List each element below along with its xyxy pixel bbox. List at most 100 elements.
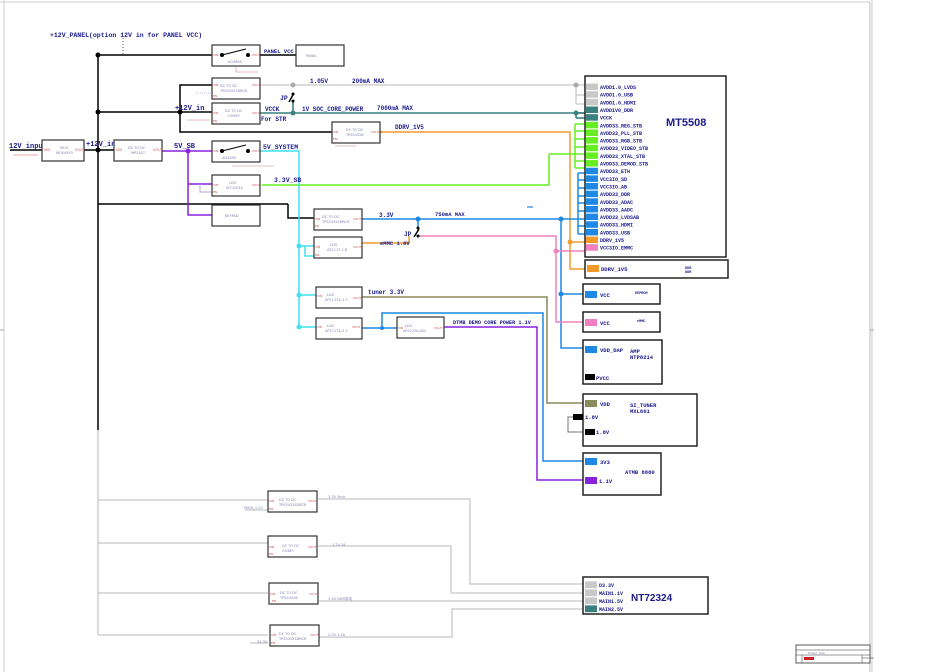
keypad-block[interactable]: KEYPAD — [211, 204, 261, 227]
pin-vout: VOUT — [153, 148, 164, 152]
pin-color-swatch — [586, 221, 598, 228]
v105-label: 1.05V — [310, 78, 328, 85]
pin-label: AVDD33_HDMI — [600, 223, 633, 229]
pin-label: DDRV_1V5 — [600, 238, 624, 244]
soc-core-label: 1V SOC_CORE_POWER — [302, 106, 364, 113]
pin-en: EN — [315, 224, 319, 228]
wires-black — [10, 54, 382, 430]
pin-vin: VIN — [270, 592, 275, 596]
wire-purple — [162, 150, 585, 481]
input-mos-block[interactable]: VIN VOUT MOS MOS4953 — [41, 139, 86, 162]
pin-vin: VIN — [271, 633, 276, 637]
pin-label: VCC3IO_SD — [600, 177, 627, 183]
si-tuner-chip[interactable]: VDD 1.8V 1.8V SI_TUNER MXL661 — [573, 393, 698, 447]
output-label: 1.5V DDR供电 — [328, 596, 352, 601]
pin-label: AVDD33_RGB_STB — [600, 139, 642, 145]
jumper-jp2[interactable] — [413, 226, 420, 238]
pin-color-swatch — [586, 175, 598, 182]
pin-label: VCC3IO_AB — [600, 184, 627, 190]
pin-color-swatch — [585, 429, 595, 435]
pin-en: EN — [269, 552, 273, 556]
pin-vin: VIN — [213, 53, 218, 57]
block-part: SLT1201S — [226, 186, 244, 190]
block-part: G5383 — [282, 549, 294, 553]
rail-5v-system-label: 5V_SYSTEM — [263, 144, 298, 151]
block-part: AP2127K-ADJ — [403, 329, 426, 333]
panel-header-label: +12V_PANEL(option 12V in for PANEL VCC) — [50, 32, 202, 39]
ldo-33v-sb-block[interactable]: VIN EN VOUT LDO SLT1201S — [211, 174, 261, 197]
pin-label: AVDD33_XTAL_STB — [600, 154, 645, 160]
pin-vin: VIN — [213, 83, 218, 87]
amp-chip[interactable]: VDD_DAP PVCC AMP NTP8214 — [582, 339, 663, 385]
pin-label: 1.1V — [599, 478, 613, 485]
pin-label: AVDD1V0_DDR — [600, 108, 633, 114]
pin-en: EN — [272, 599, 276, 603]
mt5508-chip[interactable]: MT5508 AVDD1.0_LVDSAVDD1.0_USBAVDD1.0_HD… — [584, 75, 727, 258]
dcdc-5v-block[interactable]: VIN VOUT DC TO DC MP2307 — [113, 139, 164, 162]
ldo-emmc-block[interactable]: VIN EN VOUT LDO AP1117-1.8 — [313, 236, 363, 259]
rail-5v-sb-label: 5V_SB — [174, 143, 196, 151]
dcdc-105v-block[interactable]: VIN EN VOUT DC TO DC TPS54325DRCR — [196, 77, 261, 100]
ddr-chip[interactable]: DDRV_1V5 DDR DDR — [584, 259, 729, 279]
dcdc-ddr-block[interactable]: VIN EN VOUT DC TO DC TPS54328 — [331, 121, 381, 147]
dcdc-33v-block[interactable]: VIN EN VOUT DC TO DC TPS54325DRCR — [313, 208, 363, 231]
lower-dcdc-3-block[interactable]: VIN EN VOUT DC TO DC TPS54328 1.5V DDR供电 — [268, 582, 352, 605]
block-part: AO4805 — [228, 60, 242, 64]
pin-color-swatch — [586, 160, 598, 167]
block-part: G5993 — [228, 114, 240, 118]
pin-label: VCC — [600, 292, 611, 299]
soc-core-max-label: 7000mA MAX — [377, 105, 413, 112]
emmc18-label: eMMC 1.8V — [380, 240, 410, 247]
pin-label: VDD_DAP — [600, 347, 624, 354]
wire-orange — [361, 131, 585, 270]
ldo-demo-b-block[interactable]: VIN VOUT LDO AP2127K-ADJ — [396, 316, 445, 339]
pin-vout: VOUT — [371, 130, 380, 134]
jumper-jp1[interactable] — [288, 92, 295, 103]
ddrv-label: DDRV_1V5 — [395, 124, 424, 131]
pin-en: EN — [213, 119, 217, 123]
lower-dcdc-1-block[interactable]: VIN EN VOUT DC TO DC TPS54325DRCR 3.3V 2… — [244, 490, 346, 513]
ldo-demo-a-block[interactable]: VIN VOUT LDO AP1117A-3.3 — [315, 317, 363, 340]
pin-vout: VOUT — [309, 592, 318, 596]
wire-olive — [361, 296, 585, 404]
title-block: Power_Tree — [795, 644, 874, 664]
block-title: DC TO DC — [279, 632, 297, 636]
pin-vout: VOUT — [353, 217, 362, 221]
output-label: 2.5V 1.5A — [328, 633, 346, 637]
pin-color-swatch — [586, 205, 598, 213]
chip-title: DDR — [685, 267, 692, 271]
pin-color-swatch — [585, 319, 597, 326]
pin-vout: VOUT — [75, 148, 86, 152]
pin-label: VCC3IO_EMMC — [600, 246, 633, 252]
pin-label: AVDD33_DDR — [600, 192, 630, 198]
pin-color-swatch — [586, 167, 598, 175]
pin-color-swatch — [585, 477, 597, 484]
panel-block[interactable]: PANEL — [295, 44, 345, 67]
lower-dcdc-4-block[interactable]: VIN EN VOUT DC TO DC TPS54325DRCR 2.5V 1… — [257, 624, 346, 647]
pin-color-swatch — [586, 190, 598, 198]
block-part: TPS54325DRCR — [321, 220, 350, 224]
block-title: DC TO DC — [282, 544, 300, 548]
en-net-label: 33.3V — [257, 640, 268, 644]
chip-title: ATMB 8880 — [625, 469, 655, 476]
pin-color-swatch — [586, 98, 598, 106]
emmc-chip[interactable]: VCC eMMC — [582, 311, 661, 333]
lower-dcdc-2-block[interactable]: VIN EN VOUT DC TO DC G5383 1.2V 3A — [267, 535, 346, 558]
panel-switch-block[interactable]: AO4805 VIN VOUT — [211, 44, 261, 73]
block-part: TPS54328 — [345, 133, 364, 137]
pin-en: EN — [213, 94, 217, 98]
pin-vin: VIN — [315, 245, 320, 249]
pin-color-swatch — [587, 265, 599, 272]
pin-color-swatch — [586, 152, 598, 159]
5v-system-switch-block[interactable]: AO4459 VIN VOUT — [211, 140, 274, 167]
block-part: AP1117-1.8 — [327, 248, 347, 252]
block-title: DC TO DC — [322, 215, 340, 219]
ldo-tuner-block[interactable]: VIN VOUT LDO AP1117A-3.3 — [315, 286, 363, 309]
pin-vin: VIN — [213, 111, 218, 115]
pin-label: 1.8V — [585, 414, 599, 421]
atmb-chip[interactable]: 3V3 1.1V ATMB 8880 — [582, 452, 662, 496]
eeprom-chip[interactable]: VCC EEPROM — [582, 283, 661, 305]
pin-color-swatch — [585, 605, 597, 613]
dcdc-vcck-block[interactable]: VIN EN VOUT DC TO DC G5993 — [187, 102, 261, 125]
